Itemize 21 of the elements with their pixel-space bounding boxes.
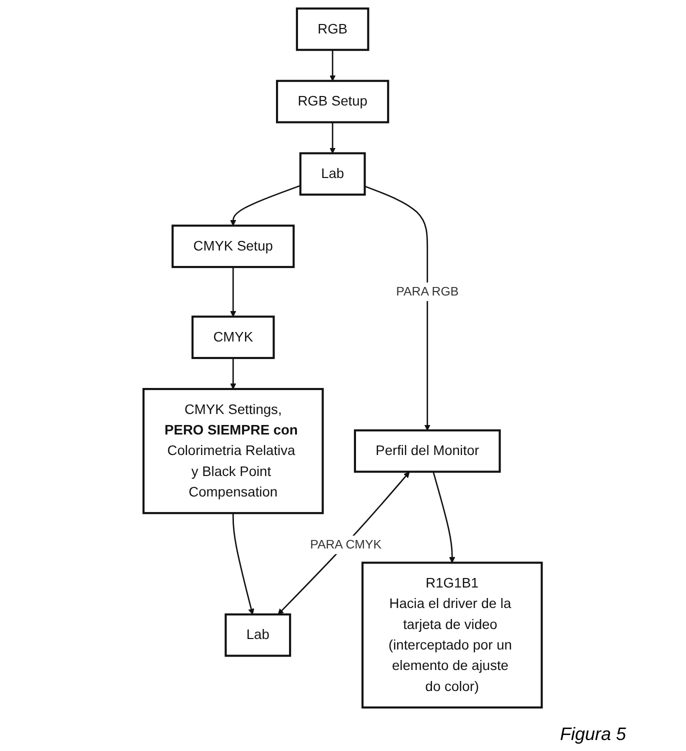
arrow xyxy=(330,122,336,154)
edge-label: PARA CMYK xyxy=(310,537,382,551)
node-box: Lab xyxy=(225,612,292,656)
arrow xyxy=(230,266,237,316)
node-box: Perfil del Monitor xyxy=(354,428,502,472)
edge-label: PARA RGB xyxy=(396,284,459,298)
node-box: CMYK xyxy=(192,315,276,359)
arrow xyxy=(432,471,456,562)
arrow xyxy=(230,358,237,389)
node-box: R1G1B1 Hacia el driver de la tarjeta de video (interceptado por un elemento de ajuste do color) xyxy=(362,561,544,708)
arrow xyxy=(278,471,410,614)
figure-caption: Figura 5 xyxy=(560,724,626,745)
arrow xyxy=(232,512,255,614)
arrow xyxy=(330,49,336,81)
node-box: CMYK Settings, PERO SIEMPRE con Colorimetria Relativa y Black Point Compensation xyxy=(142,387,324,514)
node-box: RGB xyxy=(296,6,370,50)
node-box: Lab xyxy=(300,152,366,196)
node-box: RGB Setup xyxy=(276,79,390,123)
arrow xyxy=(364,185,431,430)
node-box: CMYK Setup xyxy=(172,224,296,268)
arrow xyxy=(230,184,301,226)
